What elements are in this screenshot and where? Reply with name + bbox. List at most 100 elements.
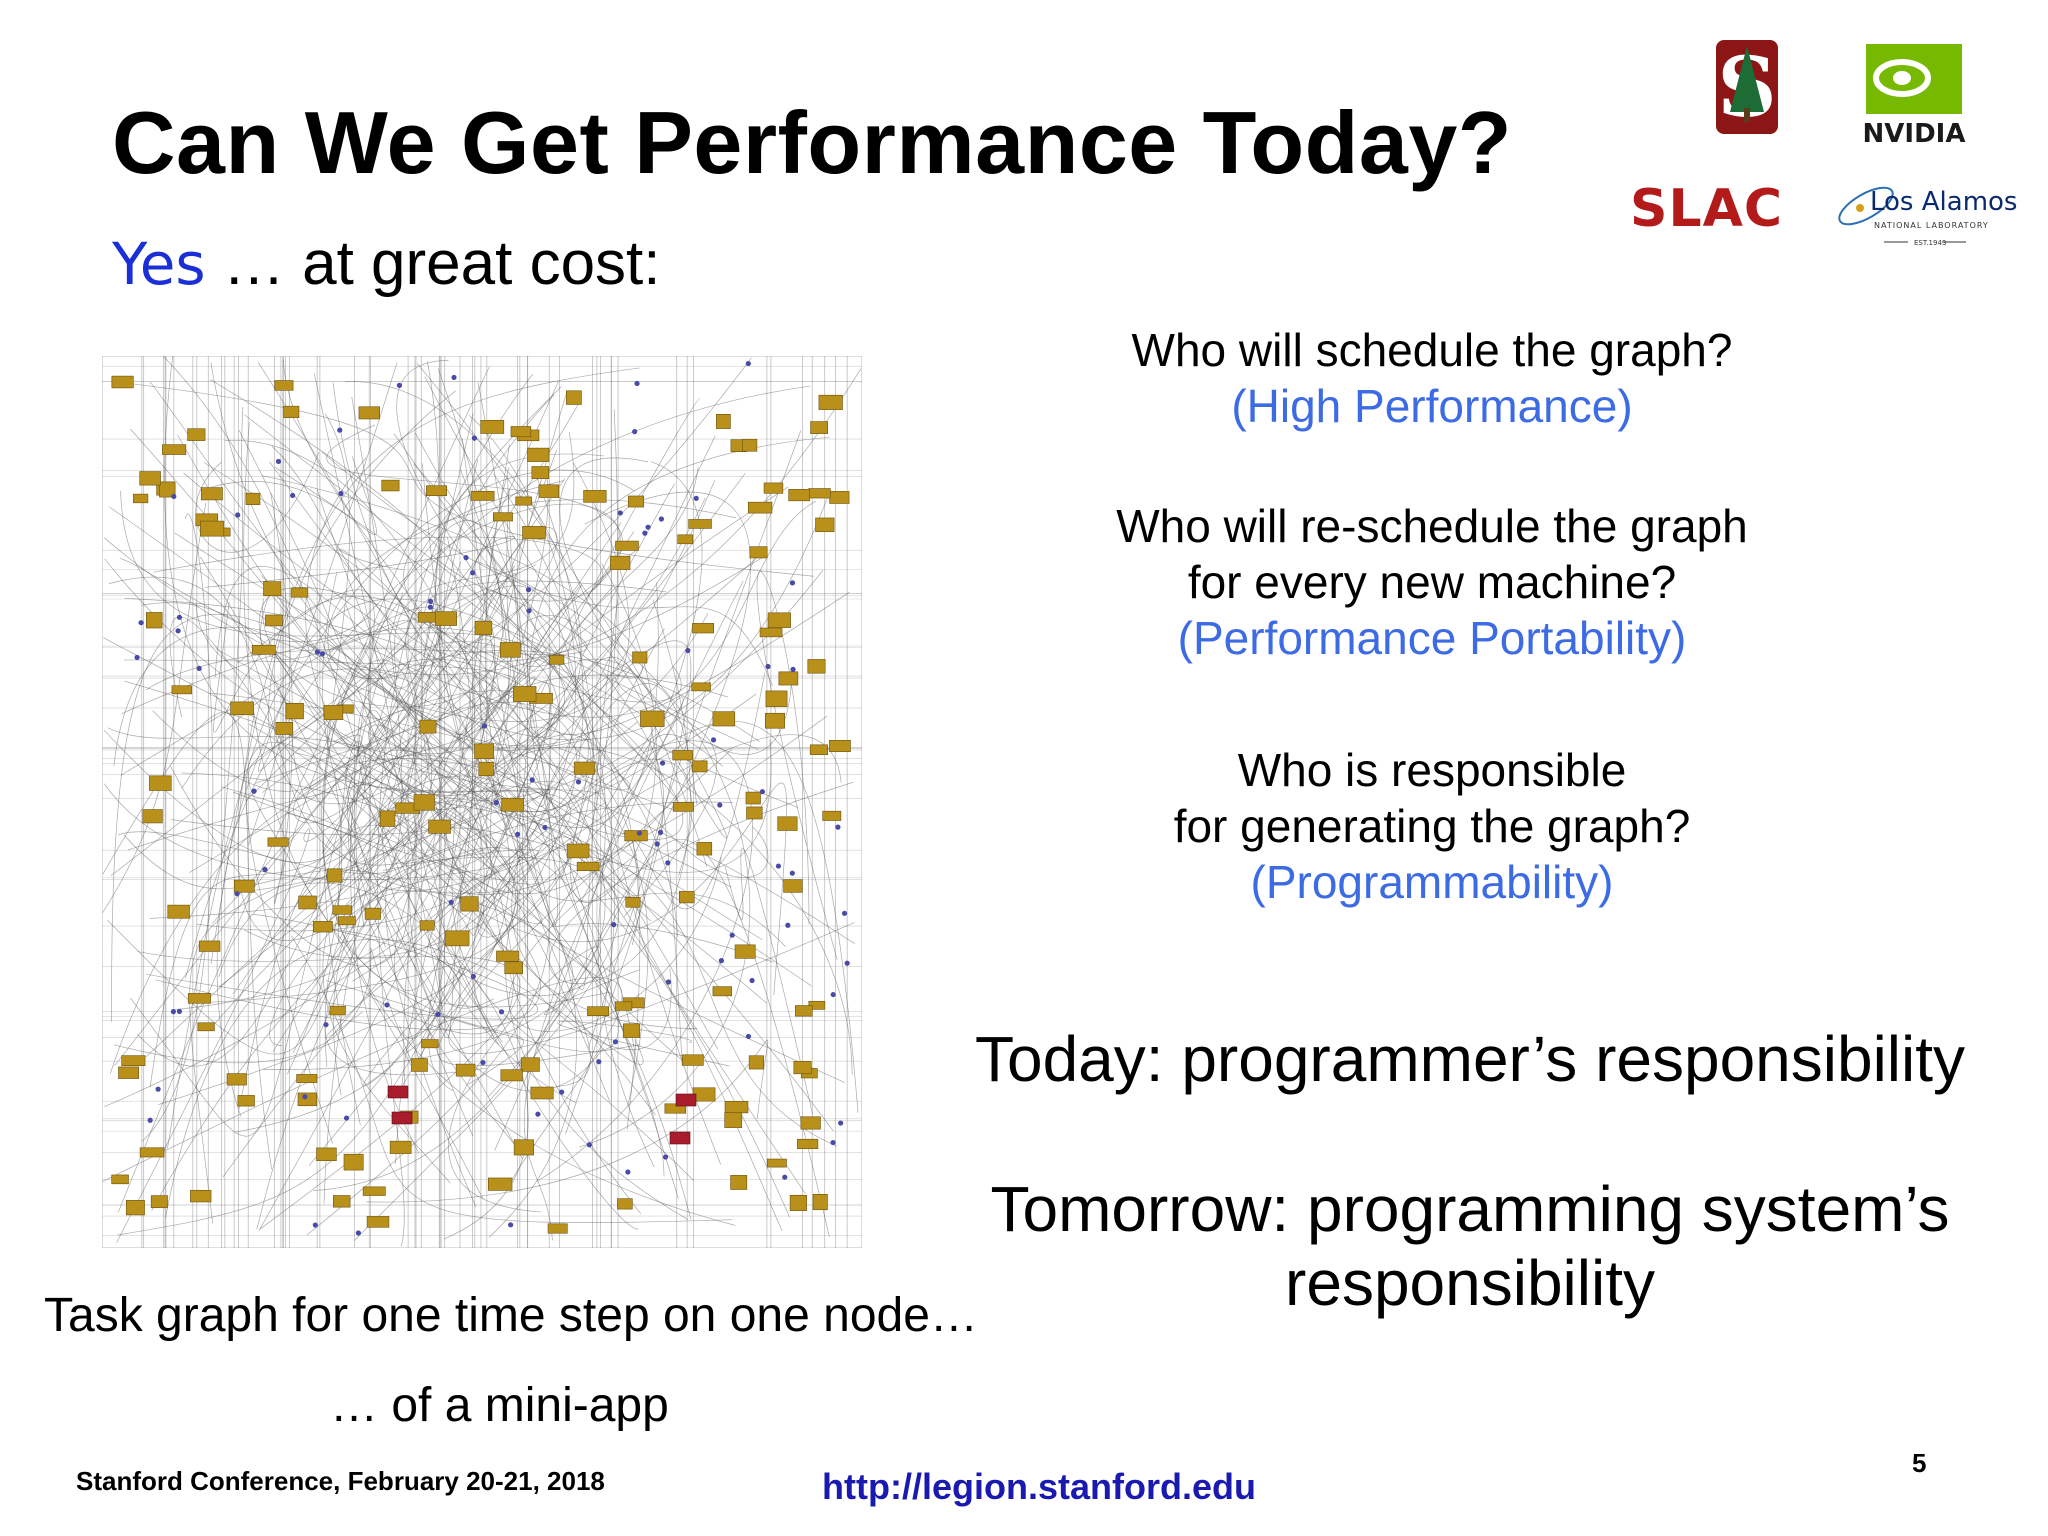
task-node — [778, 671, 799, 686]
graph-edge — [357, 658, 679, 1043]
dependency-dot — [290, 492, 296, 499]
task-node — [793, 1061, 812, 1075]
dependency-dot — [323, 1022, 329, 1028]
task-node — [672, 802, 694, 812]
graph-edge — [248, 709, 505, 894]
task-node — [587, 1006, 610, 1017]
task-node — [530, 1086, 554, 1100]
dependency-dot — [319, 651, 325, 657]
task-node — [323, 705, 344, 720]
graph-edge — [153, 536, 604, 602]
subtitle-rest: … at great cost: — [205, 229, 661, 298]
graph-edge — [109, 469, 512, 1074]
dependency-dot — [470, 570, 476, 576]
task-node-hot — [675, 1093, 697, 1107]
task-node — [413, 794, 435, 811]
tomorrow-line1: Tomorrow: programming system’s — [990, 1173, 1950, 1245]
graph-edge — [394, 537, 614, 991]
dependency-dot — [176, 614, 183, 620]
task-node — [421, 1039, 439, 1049]
task-node — [777, 816, 798, 831]
graph-edge — [415, 638, 496, 1009]
graph-edge — [382, 790, 812, 1007]
graph-edge — [557, 1020, 730, 1067]
dependency-dot — [765, 663, 771, 670]
dependency-dot — [355, 1230, 361, 1236]
task-node — [822, 810, 842, 821]
graph-edge — [212, 414, 566, 1026]
graph-edge — [107, 561, 462, 1055]
question-reschedule-tag: (Performance Portability) — [1177, 612, 1687, 664]
graph-edge — [215, 467, 684, 840]
task-node — [716, 414, 731, 429]
dependency-dot — [251, 788, 257, 794]
graph-edge — [125, 382, 814, 577]
task-node — [332, 905, 352, 915]
graph-edge — [383, 569, 824, 922]
task-node — [133, 493, 149, 504]
graph-edge — [104, 783, 539, 881]
task-node — [625, 897, 641, 908]
dependency-dot — [718, 958, 725, 964]
dependency-dot — [662, 1154, 669, 1160]
task-node — [460, 896, 479, 912]
svg-text:Los Alamos: Los Alamos — [1870, 187, 2017, 217]
dependency-dot — [654, 841, 660, 847]
footer-url-link[interactable]: http://legion.stanford.edu — [822, 1466, 1256, 1507]
dependency-dot — [175, 628, 181, 634]
task-node — [290, 587, 309, 598]
task-node — [426, 485, 447, 496]
task-node — [333, 1195, 351, 1208]
graph-edge — [189, 549, 767, 1224]
task-node — [499, 642, 521, 658]
task-node — [434, 611, 457, 626]
task-node-hot — [387, 1085, 409, 1099]
graph-edge — [130, 592, 403, 1137]
graph-edge — [155, 723, 541, 1031]
dependency-dot — [789, 580, 796, 586]
svg-text:EST.1943: EST.1943 — [1914, 239, 1946, 247]
graph-edge — [321, 451, 773, 686]
graph-edge — [169, 430, 409, 967]
dependency-dot — [275, 458, 282, 465]
graph-edge — [328, 564, 834, 1132]
task-node — [343, 1153, 364, 1171]
task-node-hot — [391, 1111, 413, 1125]
graph-edge — [103, 462, 630, 722]
task-node — [111, 1174, 129, 1185]
task-node — [200, 520, 225, 537]
task-node — [747, 501, 773, 514]
graph-edge — [218, 882, 529, 1240]
task-node — [748, 1055, 765, 1070]
dependency-dot — [302, 1094, 308, 1100]
svg-text:NVIDIA: NVIDIA — [1863, 119, 1966, 149]
dependency-dot — [312, 1222, 318, 1228]
dependency-dot — [338, 490, 344, 497]
dependency-dot — [710, 737, 717, 743]
today-statement: Today: programmer’s responsibility — [974, 1023, 1966, 1095]
dependency-dot — [235, 512, 241, 518]
task-node — [478, 761, 494, 777]
task-node — [829, 491, 850, 504]
graph-edge — [113, 947, 415, 1070]
graph-edge — [322, 413, 610, 1008]
question-responsible-line1: Who is responsible — [1237, 744, 1627, 796]
question-responsible-line2: for generating the graph? — [1173, 800, 1691, 852]
question-schedule-text: Who will schedule the graph? — [1131, 324, 1733, 376]
graph-edge — [244, 580, 667, 892]
dependency-dot — [658, 829, 664, 835]
task-node — [789, 1194, 807, 1211]
task-node — [522, 526, 546, 540]
task-node — [419, 719, 437, 734]
graph-edge — [325, 734, 842, 1039]
task-node — [734, 944, 756, 959]
task-node — [251, 644, 276, 655]
question-reschedule-line2: for every new machine? — [1187, 556, 1677, 608]
task-node — [428, 819, 451, 834]
task-node — [296, 1074, 318, 1083]
graph-background — [101, 355, 863, 1249]
graph-edge — [338, 548, 679, 1199]
graph-edge — [114, 573, 516, 1067]
graph-edge — [258, 693, 757, 1232]
task-node — [274, 380, 294, 391]
